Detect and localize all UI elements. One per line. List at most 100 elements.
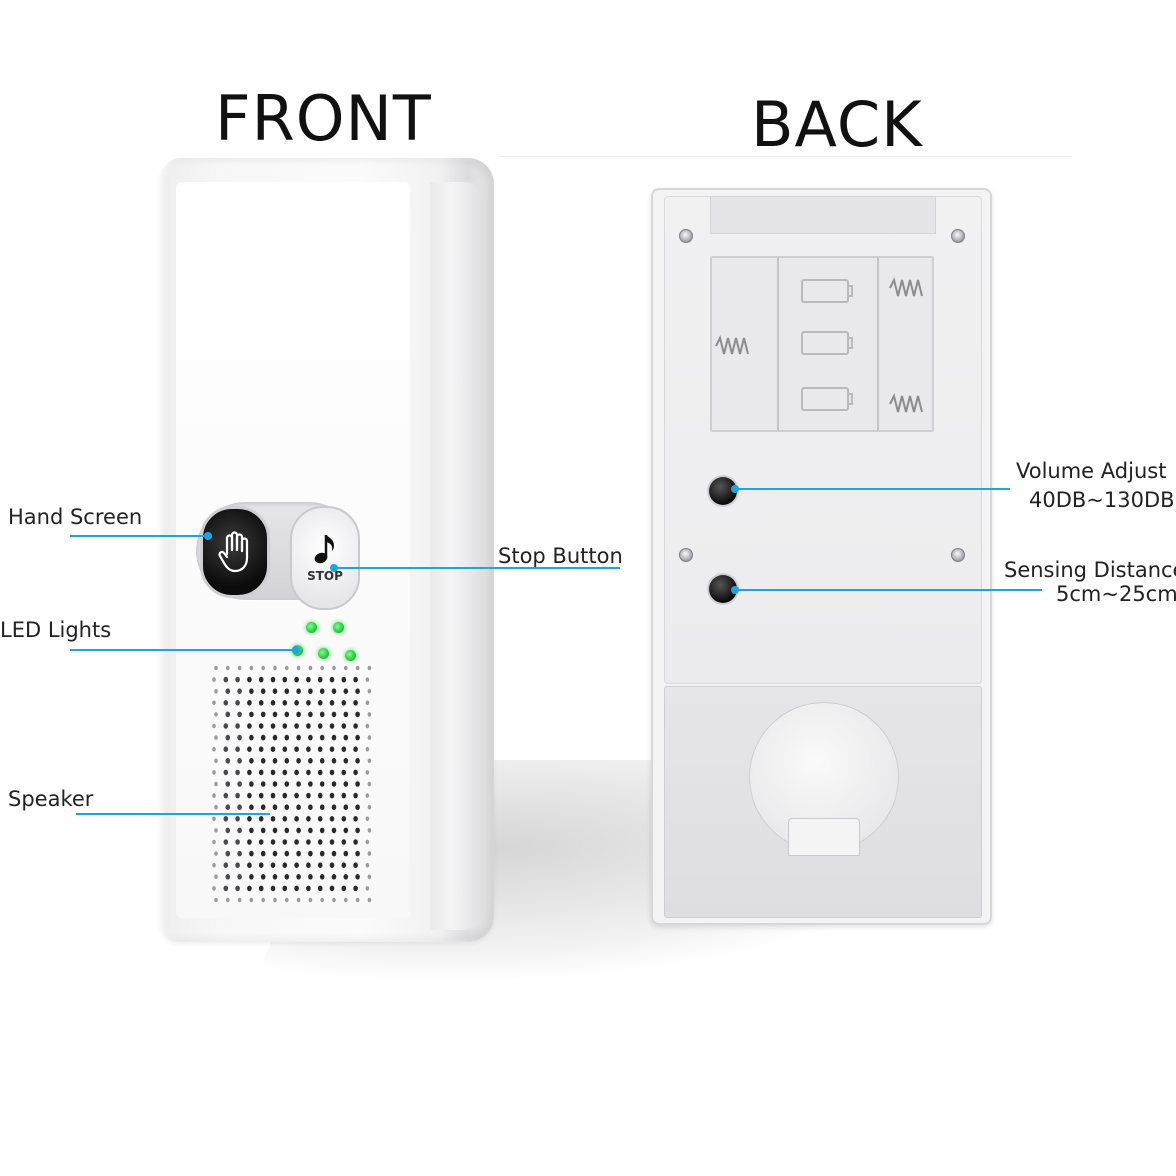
speaker-leader bbox=[76, 813, 270, 815]
speaker-hole bbox=[331, 711, 337, 718]
speaker-hole bbox=[308, 688, 313, 694]
speaker-hole bbox=[355, 734, 360, 741]
speaker-hole bbox=[247, 839, 252, 845]
led-light bbox=[345, 650, 356, 661]
speaker-hole bbox=[294, 792, 299, 799]
speaker-hole bbox=[223, 746, 229, 752]
speaker-hole bbox=[285, 897, 289, 903]
speaker-hole bbox=[296, 711, 301, 718]
speaker-hole bbox=[212, 723, 216, 729]
music-note-icon bbox=[314, 535, 334, 564]
volume-adjust-label: Volume Adjust bbox=[1016, 459, 1167, 483]
speaker-hole bbox=[237, 734, 242, 741]
speaker-hole bbox=[214, 804, 218, 810]
screw bbox=[679, 548, 693, 562]
speaker-hole bbox=[294, 862, 299, 868]
speaker-hole bbox=[365, 677, 370, 682]
speaker-hole bbox=[260, 804, 266, 810]
stop-button-label: Stop Button bbox=[498, 544, 623, 568]
speaker-hole bbox=[331, 827, 337, 834]
speaker-hole bbox=[331, 734, 337, 741]
speaker-hole bbox=[367, 735, 372, 740]
speaker-hole bbox=[270, 746, 276, 752]
speaker-hole bbox=[249, 711, 254, 718]
speaker-hole bbox=[355, 874, 360, 880]
speaker-hole bbox=[282, 885, 288, 892]
speaker-hole bbox=[317, 839, 323, 845]
speaker-hole bbox=[317, 676, 323, 683]
hand-screen-button[interactable] bbox=[200, 506, 270, 598]
speaker-hole bbox=[306, 746, 311, 752]
speaker-hole bbox=[237, 827, 242, 834]
speaker-hole bbox=[294, 723, 299, 729]
speaker-hole bbox=[261, 897, 265, 903]
speaker-hole bbox=[367, 781, 372, 787]
speaker-hole bbox=[270, 723, 276, 729]
speaker-hole bbox=[284, 734, 290, 741]
speaker-hole bbox=[225, 827, 231, 834]
speaker-hole bbox=[317, 885, 323, 892]
stop-button[interactable]: STOP bbox=[290, 506, 360, 610]
speaker-hole bbox=[258, 862, 264, 868]
speaker-hole bbox=[296, 665, 301, 671]
speaker-hole bbox=[306, 676, 311, 683]
speaker-hole bbox=[319, 874, 325, 880]
speaker-hole bbox=[247, 723, 252, 729]
speaker-hole bbox=[329, 862, 335, 868]
back-label-area bbox=[710, 196, 936, 234]
speaker-hole bbox=[212, 746, 216, 752]
screw bbox=[951, 548, 965, 562]
speaker-hole bbox=[365, 816, 370, 822]
speaker-hole bbox=[249, 758, 254, 764]
speaker-hole bbox=[258, 723, 264, 729]
speaker-hole bbox=[272, 874, 278, 880]
speaker-hole bbox=[341, 700, 347, 706]
speaker-hole bbox=[260, 758, 266, 764]
speaker-hole bbox=[258, 885, 264, 892]
led-lights-label: LED Lights bbox=[0, 618, 112, 642]
speaker-hole bbox=[258, 816, 264, 822]
speaker-hole bbox=[308, 874, 313, 880]
speaker-hole bbox=[249, 850, 254, 857]
speaker-hole bbox=[272, 711, 278, 718]
speaker-hole bbox=[235, 676, 240, 683]
speaker-hole bbox=[247, 769, 252, 776]
speaker-hole bbox=[308, 827, 313, 834]
speaker-hole bbox=[343, 711, 349, 718]
speaker-hole bbox=[247, 816, 252, 822]
speaker-hole bbox=[235, 700, 240, 706]
speaker-hole bbox=[319, 688, 325, 694]
speaker-hole bbox=[331, 781, 337, 787]
front-device-side bbox=[430, 182, 484, 930]
speaker-hole bbox=[294, 700, 299, 706]
speaker-hole bbox=[355, 897, 360, 903]
speaker-hole bbox=[282, 862, 288, 868]
speaker-hole bbox=[272, 804, 278, 810]
speaker-hole bbox=[226, 665, 230, 671]
speaker-hole bbox=[249, 781, 254, 787]
speaker-hole bbox=[284, 758, 290, 764]
speaker-hole bbox=[258, 839, 264, 845]
hand-screen-label: Hand Screen bbox=[8, 505, 143, 529]
speaker-hole bbox=[282, 700, 288, 706]
speaker-hole bbox=[225, 874, 231, 880]
speaker-hole bbox=[344, 665, 348, 671]
speaker-hole bbox=[317, 862, 323, 868]
speaker-hole bbox=[214, 688, 218, 694]
speaker-hole bbox=[214, 828, 218, 833]
speaker-hole bbox=[296, 897, 301, 903]
speaker-hole bbox=[214, 851, 218, 856]
speaker-hole bbox=[355, 665, 360, 671]
speaker-hole bbox=[365, 723, 370, 729]
speaker-hole bbox=[294, 885, 299, 892]
speaker-hole bbox=[341, 746, 347, 752]
speaker-hole bbox=[285, 665, 289, 671]
speaker-hole bbox=[367, 828, 372, 833]
speaker-hole bbox=[365, 839, 370, 845]
sensing-distance-label: Sensing Distance bbox=[1004, 558, 1176, 582]
speaker-hole bbox=[214, 758, 218, 764]
speaker-hole bbox=[329, 839, 335, 845]
front-heading: FRONT bbox=[215, 82, 432, 155]
speaker-hole bbox=[331, 874, 337, 880]
led-light bbox=[306, 622, 317, 633]
